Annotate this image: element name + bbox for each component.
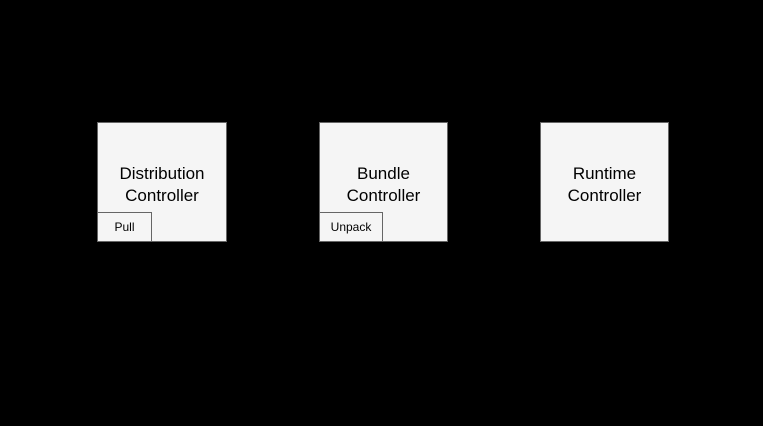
node-runtime-controller: Runtime Controller [540, 122, 669, 242]
node-bundle-controller: Bundle Controller Unpack [319, 122, 448, 242]
unpack-badge-label: Unpack [330, 220, 372, 234]
pull-badge-label: Pull [114, 220, 135, 234]
pull-badge: Pull [97, 212, 152, 242]
unpack-badge: Unpack [319, 212, 383, 242]
node-distribution-controller: Distribution Controller Pull [97, 122, 227, 242]
node-label-runtime-controller: Runtime Controller [567, 163, 642, 205]
node-label-bundle-controller: Bundle Controller [346, 163, 421, 205]
node-label-distribution-controller: Distribution Controller [119, 163, 205, 205]
